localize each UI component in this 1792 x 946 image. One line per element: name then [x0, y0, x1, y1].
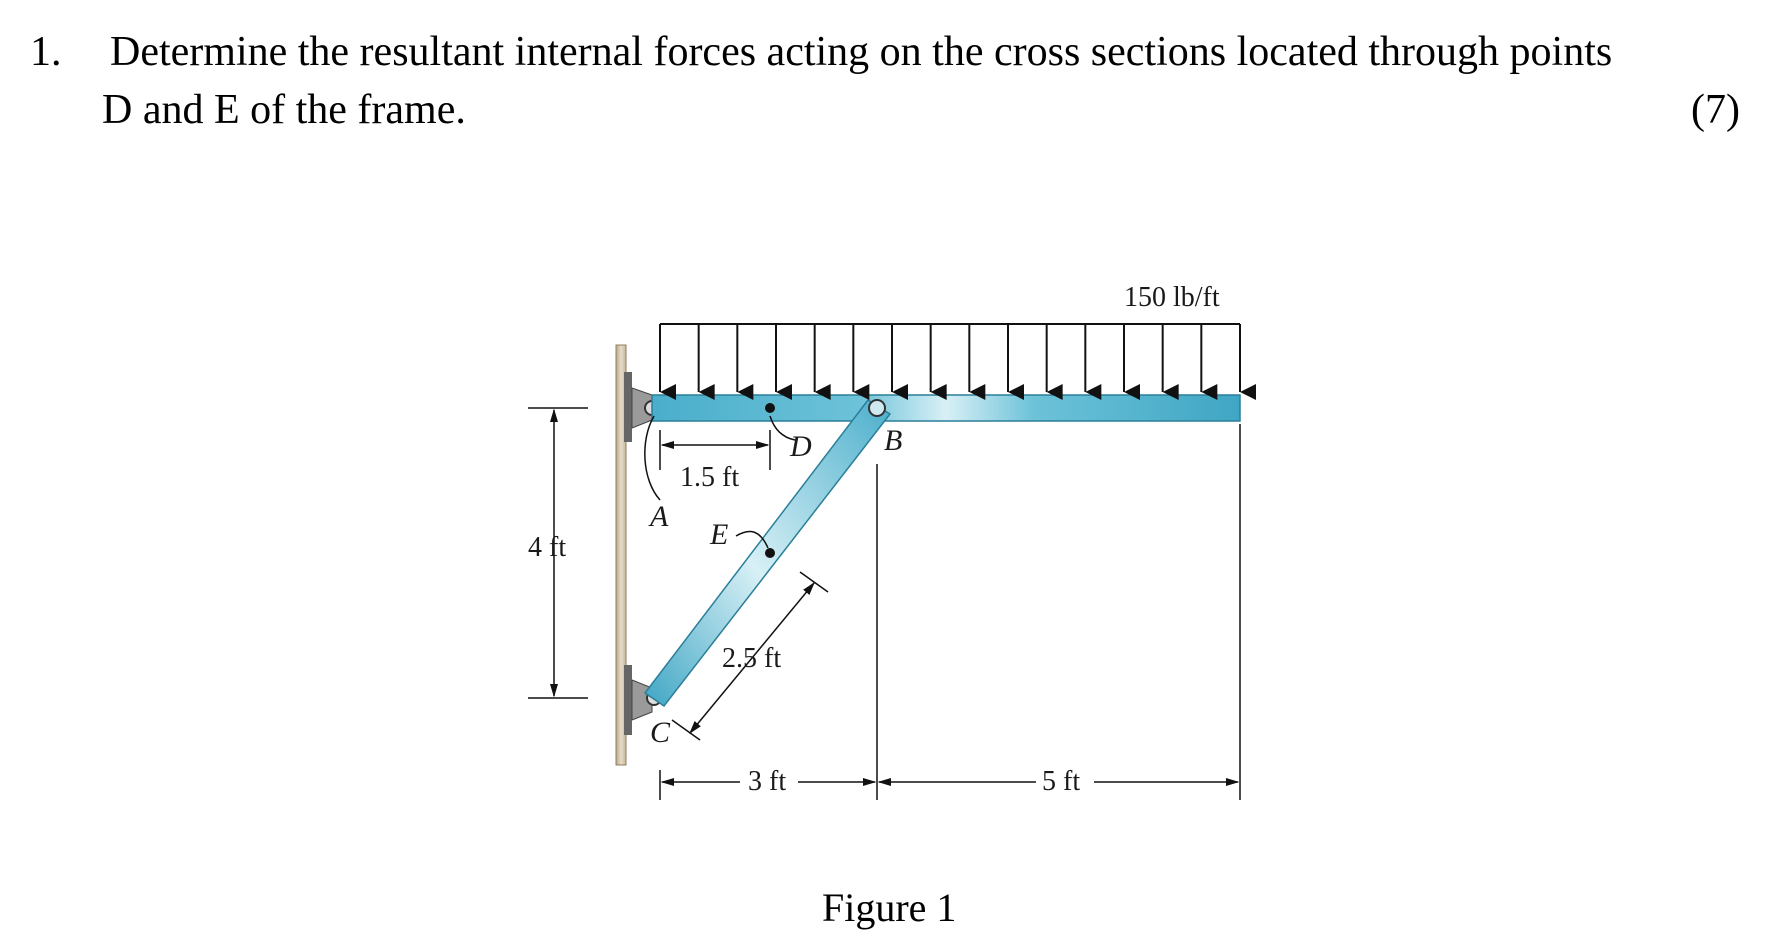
dim-label-ad: 1.5 ft	[680, 462, 739, 493]
leader-a	[644, 415, 661, 501]
dim-label-b-end: 5 ft	[1042, 766, 1080, 797]
question-block: 1. Determine the resultant internal forc…	[0, 0, 1792, 160]
distributed-load	[659, 323, 1256, 400]
load-label: 150 lb/ft	[1124, 282, 1220, 313]
question-text-line-1: Determine the resultant internal forces …	[110, 29, 1613, 75]
dim-3ft: 3 ft	[660, 762, 877, 798]
dim-label-ce: 2.5 ft	[722, 643, 781, 674]
dim-2-5ft: 2.5 ft	[671, 571, 829, 741]
question-marks: (7)	[1691, 87, 1740, 133]
leader-d	[769, 415, 796, 441]
dim-label-height: 4 ft	[528, 532, 566, 563]
dim-1-5ft: 1.5 ft	[659, 430, 771, 493]
question-text-line-2: D and E of the frame.	[102, 87, 466, 133]
label-a: A	[648, 500, 669, 533]
label-c: C	[650, 716, 671, 749]
dim-5ft: 5 ft	[877, 762, 1240, 798]
dim-label-cb: 3 ft	[748, 766, 786, 797]
leader-e	[735, 530, 769, 549]
label-e: E	[709, 518, 728, 551]
point-d-marker	[765, 403, 775, 413]
label-b: B	[884, 424, 902, 457]
wall	[615, 344, 627, 766]
point-e-marker	[765, 548, 775, 558]
figure-caption: Figure 1	[822, 885, 957, 930]
pin-b	[868, 399, 886, 417]
beam-ab	[651, 394, 1241, 422]
dim-4ft: 4 ft	[528, 407, 588, 699]
question-number: 1.	[30, 29, 62, 75]
label-d: D	[789, 430, 812, 463]
